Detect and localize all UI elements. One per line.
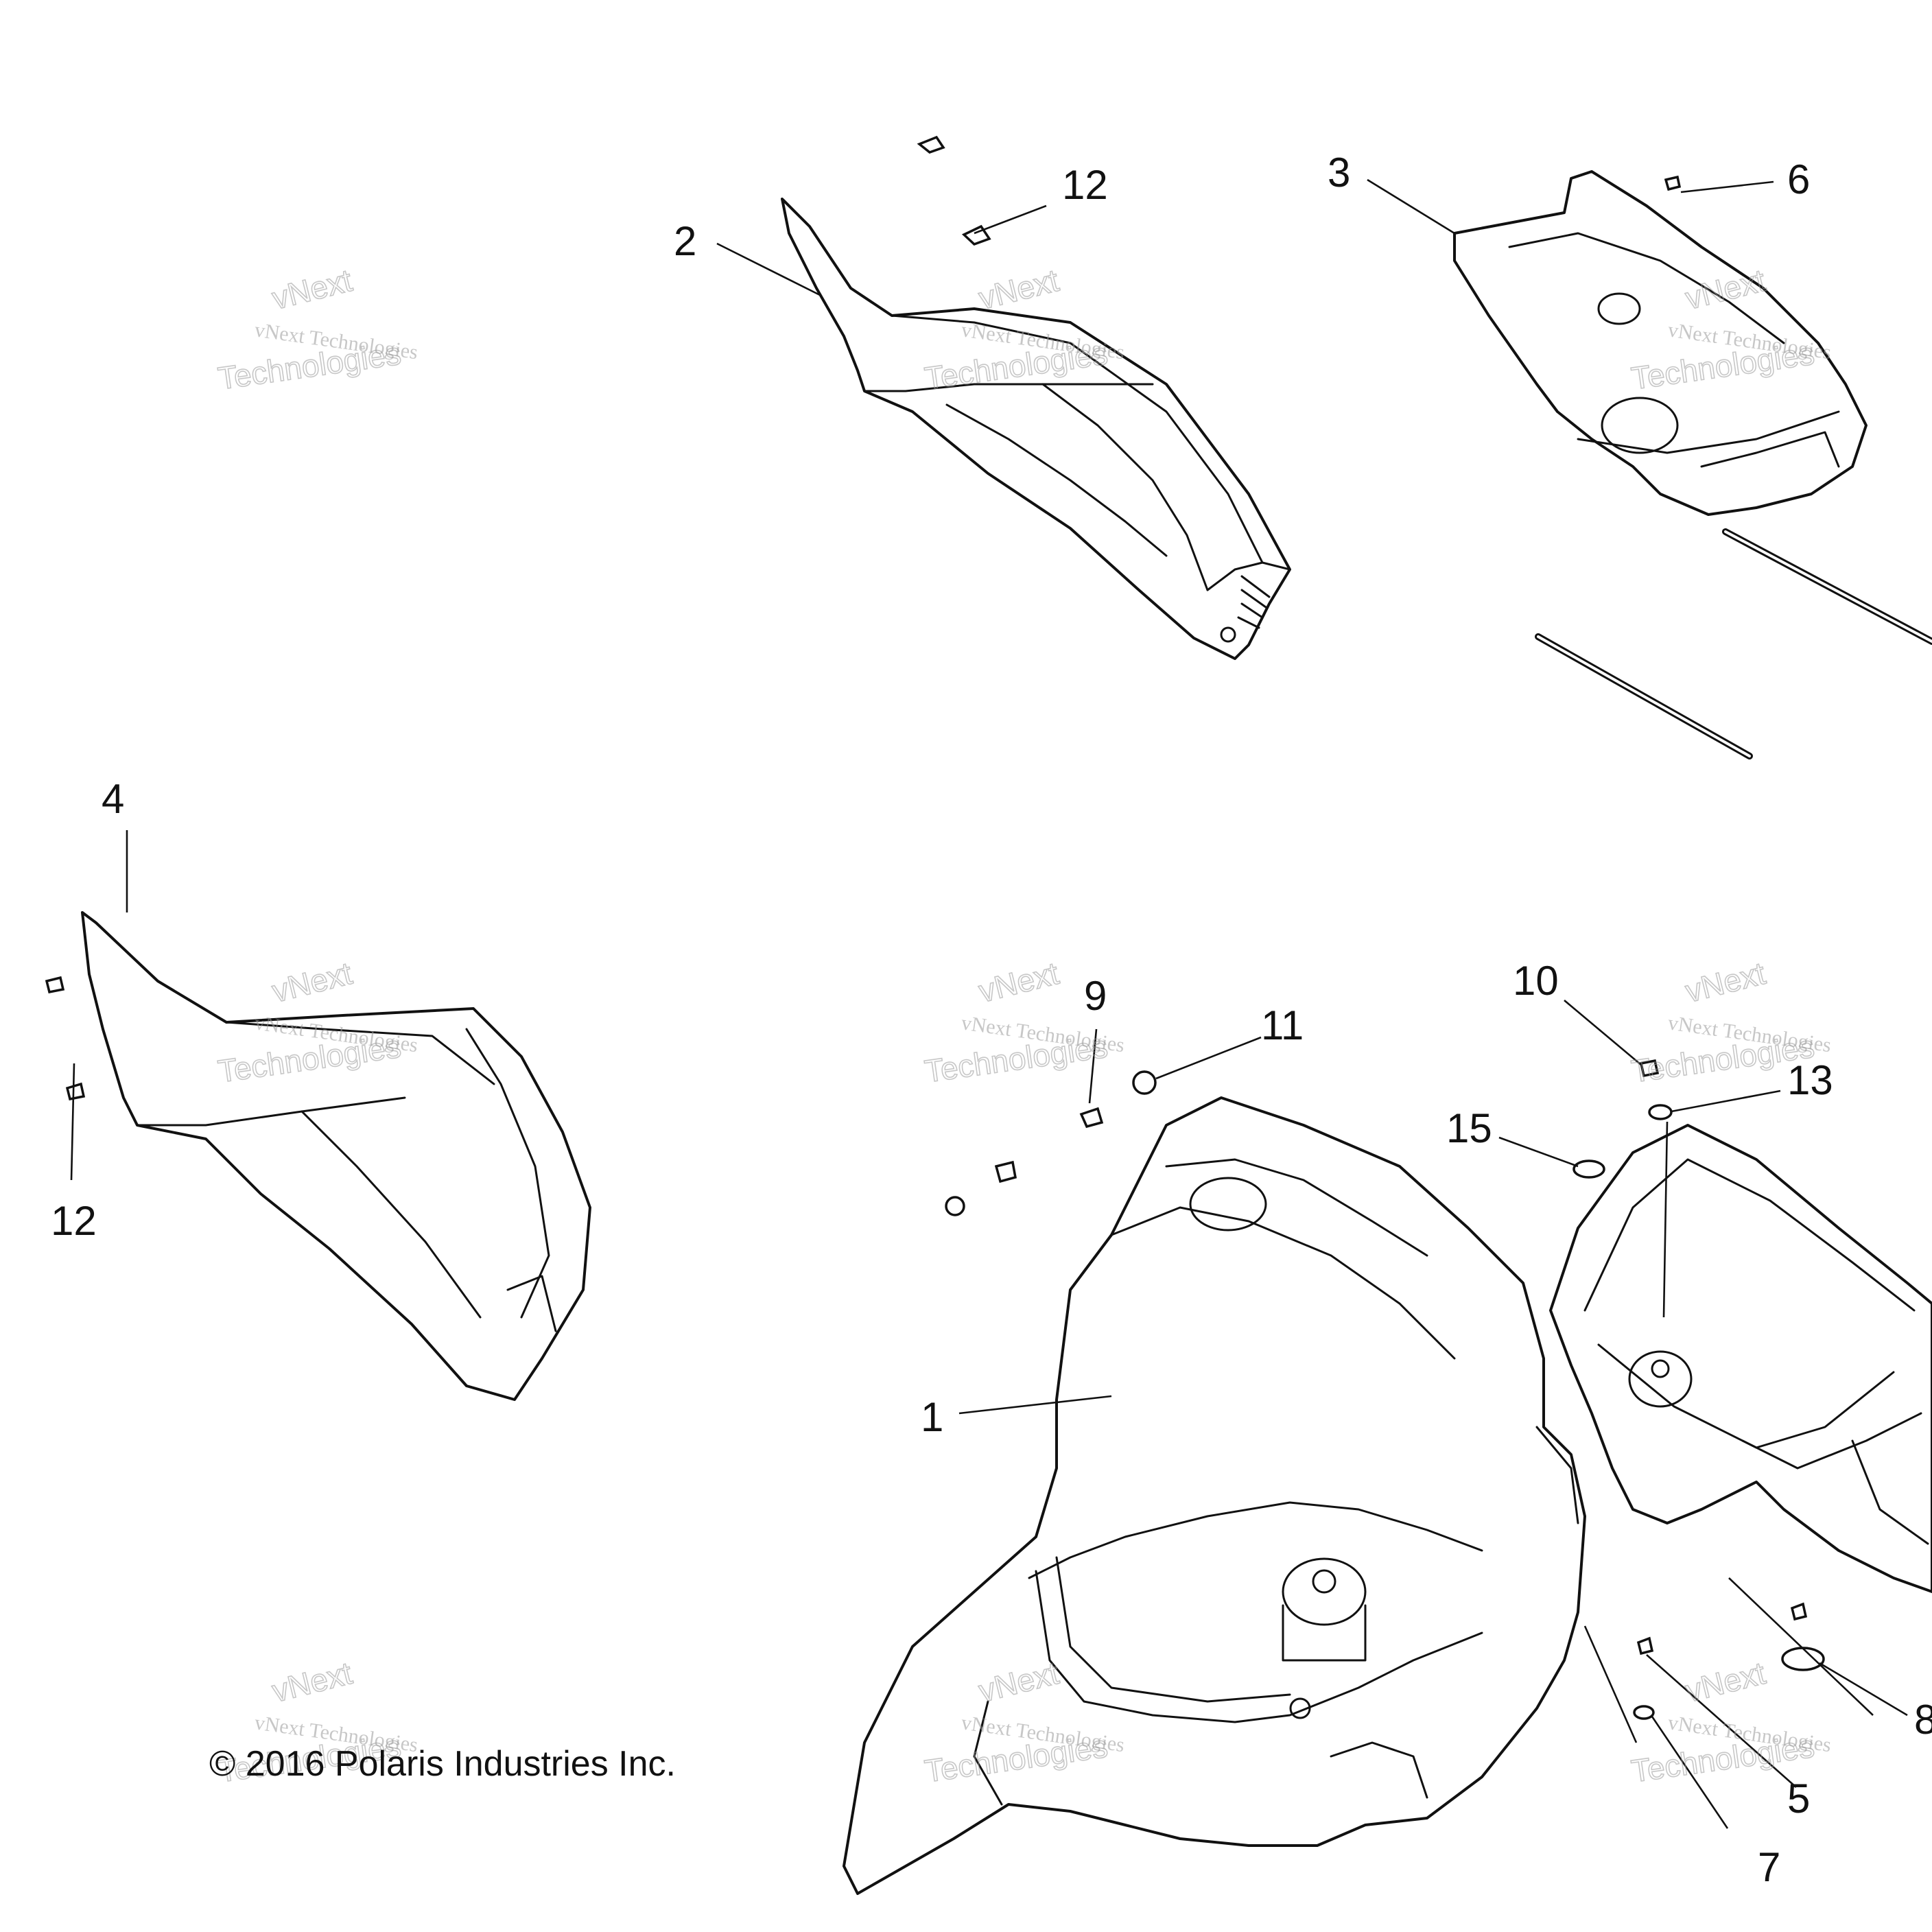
part-1-right-box — [1549, 1124, 1932, 1593]
svg-text:vNext: vNext — [975, 955, 1062, 1009]
plug-icon — [1572, 1159, 1605, 1179]
bolt-icon — [1636, 1636, 1654, 1656]
callout-4: 4 — [102, 776, 124, 822]
callout-13: 13 — [1787, 1057, 1833, 1103]
nut-icon — [945, 1196, 965, 1216]
screw-icon — [45, 976, 65, 994]
callout-7: 7 — [1758, 1844, 1780, 1890]
screw-icon — [65, 1082, 86, 1101]
callout-12-left: 12 — [51, 1198, 97, 1244]
push-rivet-icon — [917, 135, 945, 154]
callout-3: 3 — [1328, 150, 1350, 196]
clip-icon — [1639, 1059, 1660, 1078]
svg-text:vNext: vNext — [268, 955, 355, 1009]
part-1-front-fender — [843, 1096, 1586, 1895]
washer-icon — [1633, 1705, 1655, 1720]
bolt-icon — [994, 1160, 1017, 1183]
callout-1: 1 — [921, 1394, 943, 1440]
callout-10: 10 — [1513, 958, 1559, 1004]
watermark: vNext Technologies vNext Technologies — [922, 954, 1126, 1089]
part-2-side-panel — [781, 198, 1291, 660]
callouts: 1 2 3 4 5 6 7 8 9 10 11 12 12 13 15 — [51, 150, 1932, 1890]
callout-6: 6 — [1787, 156, 1810, 202]
leader-lines — [70, 178, 1908, 1829]
callout-11: 11 — [1261, 1002, 1304, 1048]
callout-2: 2 — [674, 218, 696, 264]
watermark: vNext Technologies vNext Technologies — [215, 1654, 419, 1789]
svg-text:vNext: vNext — [975, 262, 1062, 316]
callout-5: 5 — [1787, 1776, 1810, 1822]
copyright-notice: © 2016 Polaris Industries Inc. — [209, 1744, 676, 1784]
grommet-icon — [1132, 1070, 1157, 1095]
svg-text:vNext: vNext — [1682, 955, 1769, 1009]
callout-9: 9 — [1084, 973, 1107, 1019]
svg-text:vNext: vNext — [268, 262, 355, 316]
bolt-icon — [1790, 1602, 1808, 1621]
callout-8: 8 — [1914, 1697, 1932, 1743]
svg-text:vNext: vNext — [268, 1655, 355, 1709]
svg-text:vNext: vNext — [1682, 1655, 1769, 1709]
hardware — [45, 135, 1825, 1720]
washer-icon — [1648, 1104, 1673, 1120]
callout-12-top: 12 — [1062, 162, 1108, 208]
part-4-left-panel — [81, 911, 591, 1401]
part-3-front-section — [1453, 170, 1868, 516]
watermark: vNext Technologies vNext Technologies — [215, 261, 419, 397]
rivet-icon — [1079, 1107, 1104, 1129]
callout-15: 15 — [1446, 1105, 1492, 1151]
plate-icon — [1781, 1647, 1825, 1671]
rods — [1535, 528, 1932, 759]
screw-icon — [1664, 175, 1682, 191]
